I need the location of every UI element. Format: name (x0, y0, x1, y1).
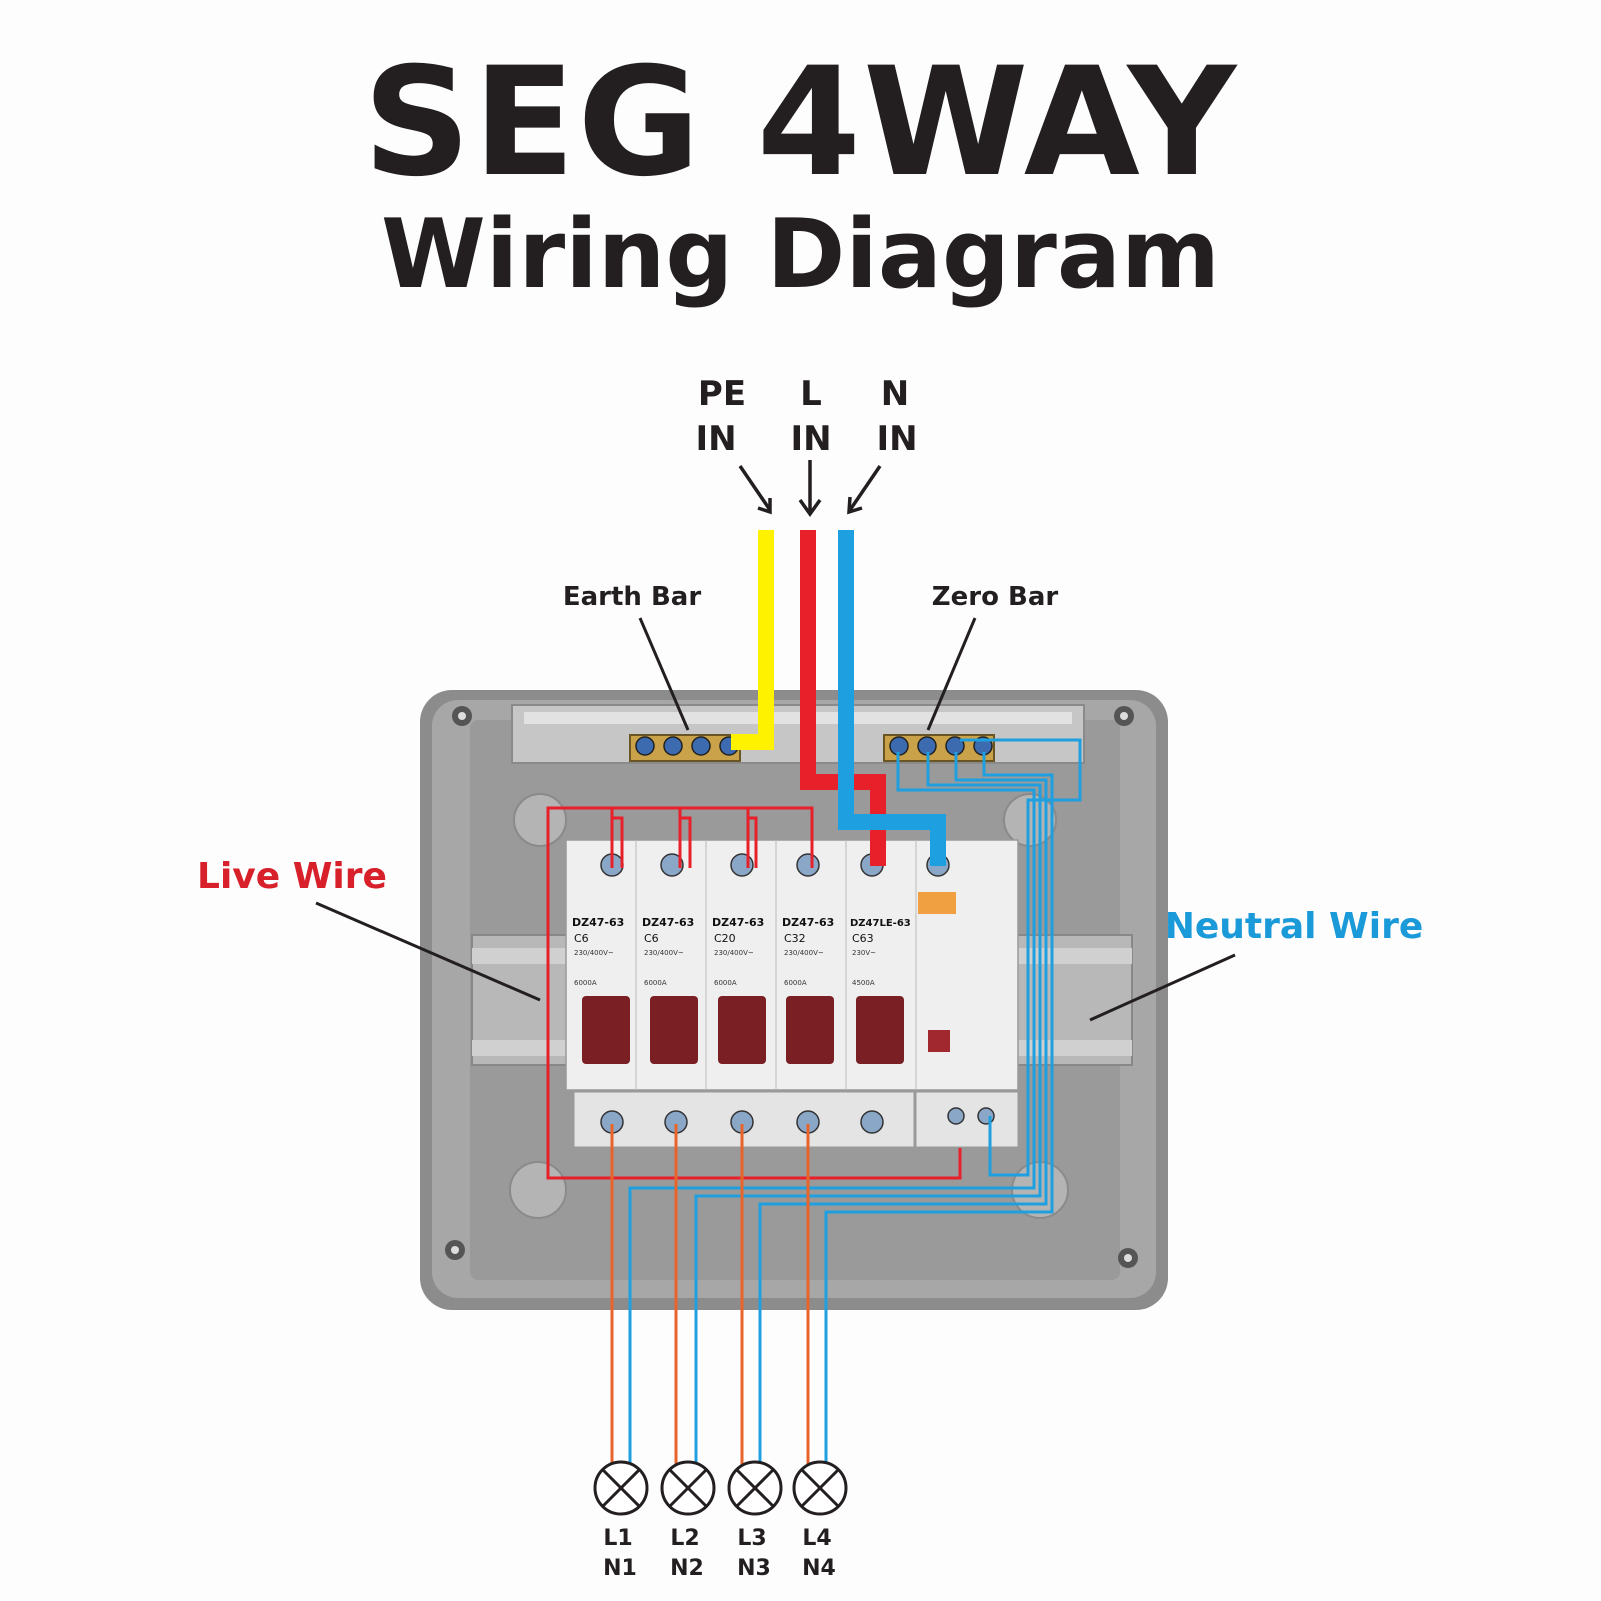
breaker-2-rating: C6 (644, 932, 659, 945)
breaker-modules (565, 839, 1019, 1148)
load-live-wires (610, 1124, 810, 1470)
input-pe-top: PE (698, 374, 746, 414)
arrow-pe (738, 465, 772, 511)
lamp-4-icon (792, 1460, 848, 1516)
earth-bar-pointer (638, 617, 690, 731)
breaker-5-breaking: 4500A (852, 979, 875, 987)
breaker-5-model: DZ47LE-63 (850, 918, 911, 929)
lamp-3-icon (727, 1460, 783, 1516)
breaker-3-spec: 230/400V~ (714, 949, 754, 957)
breaker-4-breaking: 6000A (784, 979, 807, 987)
earth-bar-label: Earth Bar (563, 582, 701, 612)
input-n-bottom: IN (876, 419, 917, 459)
input-arrows (738, 460, 882, 518)
lamp-1-icon (593, 1460, 649, 1516)
breaker-1-rating: C6 (574, 932, 589, 945)
input-labels: PE IN L IN N IN (695, 374, 917, 459)
breaker-1-model: DZ47-63 (572, 916, 624, 929)
neutral-wire-label: Neutral Wire (1165, 906, 1424, 947)
lamp-2-icon (660, 1460, 716, 1516)
input-n-top: N (881, 374, 909, 414)
load-labels: L1 N1 L2 N2 L3 N3 L4 N4 (603, 1526, 836, 1581)
breaker-3-model: DZ47-63 (712, 916, 764, 929)
neutral-busbar-wiring (628, 738, 1082, 1470)
input-l-top: L (800, 374, 822, 414)
breaker-2-spec: 230/400V~ (644, 949, 684, 957)
neutral-wire-pointer (1089, 953, 1236, 1022)
load-3-live-label: L3 (737, 1526, 766, 1551)
breaker-2-breaking: 6000A (644, 979, 667, 987)
breaker-2-model: DZ47-63 (642, 916, 694, 929)
breaker-4-rating: C32 (784, 932, 806, 945)
load-3-neutral-label: N3 (737, 1556, 771, 1581)
arrow-n (848, 465, 882, 511)
supply-wires (731, 530, 946, 866)
earth-supply-wire (731, 530, 774, 750)
input-l-bottom: IN (790, 419, 831, 459)
load-4-neutral-label: N4 (802, 1556, 836, 1581)
breaker-5-spec: 230V~ (852, 949, 876, 957)
load-4-live-label: L4 (802, 1526, 831, 1551)
neutral-supply-wire (838, 530, 946, 866)
breaker-3-breaking: 6000A (714, 979, 737, 987)
breaker-labels: DZ47-63 C6 230/400V~ 6000A DZ47-63 C6 23… (572, 916, 911, 987)
input-pe-bottom: IN (695, 419, 736, 459)
breaker-3-rating: C20 (714, 932, 736, 945)
live-busbar-wiring (546, 806, 962, 1180)
load-2-neutral-label: N2 (670, 1556, 704, 1581)
breaker-5-rating: C63 (852, 932, 874, 945)
zero-bar-label: Zero Bar (932, 582, 1059, 612)
breaker-1-spec: 230/400V~ (574, 949, 614, 957)
live-wire-pointer (315, 901, 541, 1002)
breaker-1-breaking: 6000A (574, 979, 597, 987)
load-1-neutral-label: N1 (603, 1556, 637, 1581)
title-line-1: SEG 4WAY (362, 36, 1239, 210)
breaker-4-spec: 230/400V~ (784, 949, 824, 957)
zero-bar-pointer (926, 617, 977, 731)
load-1-live-label: L1 (603, 1526, 632, 1551)
title-line-2: Wiring Diagram (381, 200, 1220, 310)
label-pointers (315, 617, 1236, 1022)
live-wire-label: Live Wire (197, 856, 387, 897)
load-2-live-label: L2 (670, 1526, 699, 1551)
earth-bar-terminal (629, 734, 741, 762)
breaker-4-model: DZ47-63 (782, 916, 834, 929)
load-lamps (593, 1460, 848, 1516)
